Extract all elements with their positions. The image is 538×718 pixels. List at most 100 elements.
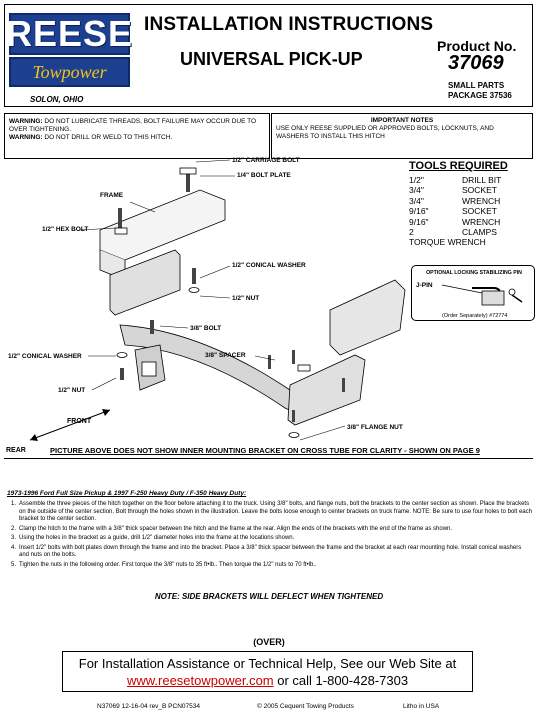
label-frame: FRAME (100, 192, 124, 199)
tool-size: 3/4" (409, 195, 424, 206)
tools-list: 1/2"DRILL BIT 3/4"SOCKET 3/4"WRENCH 9/16… (409, 175, 501, 248)
leader-line (199, 265, 231, 279)
warning-1: WARNING: DO NOT LUBRICATE THREADS, BOLT … (9, 118, 265, 134)
website-link[interactable]: www.reesetowpower.com (126, 673, 274, 688)
brand-name: REESE (5, 13, 134, 54)
step-text: Tighten the nuts in the following order.… (19, 561, 317, 568)
tool-size: 9/16" (409, 206, 429, 217)
tool-extra: TORQUE WRENCH (409, 237, 486, 248)
warning-1-label: WARNING: (9, 118, 43, 125)
leader-line (79, 227, 117, 231)
carriage-bolt-icon (186, 170, 190, 192)
step-number: 1. (10, 501, 16, 507)
vehicle-heading: 1973-1996 Ford Full Size Pickup & 1997 F… (7, 490, 247, 497)
step-item: 3.Using the holes in the bracket as a gu… (7, 535, 532, 543)
small-parts-line2: PACKAGE 37536 (448, 91, 512, 100)
footer-litho: Litho in USA (403, 703, 440, 710)
label-front: FRONT (67, 418, 92, 425)
header-box (4, 4, 533, 107)
bolt-plate-icon (114, 227, 128, 235)
logo-bottom: Towpower (9, 57, 130, 87)
notes-text: USE ONLY REESE SUPPLIED OR APPROVED BOLT… (276, 125, 494, 140)
right-bracket (287, 354, 366, 426)
page-title: INSTALLATION INSTRUCTIONS (144, 14, 434, 35)
label-nut-left: 1/2" NUT (58, 387, 86, 394)
bolt-icon (342, 378, 345, 392)
picture-note: PICTURE ABOVE DOES NOT SHOW INNER MOUNTI… (50, 446, 480, 455)
step-number: 3. (10, 535, 16, 541)
small-parts-line1: SMALL PARTS (448, 81, 505, 90)
pin-receiver-icon (481, 290, 505, 306)
label-spacer: 3/8" SPACER (205, 352, 246, 359)
reese-towpower-logo: REESE Towpower (5, 13, 134, 89)
tool-size: 3/4" (409, 185, 424, 196)
tool-name: DRILL BIT (462, 175, 502, 185)
step-number: 2. (10, 525, 16, 532)
step-item: 1.Assemble the three pieces of the hitch… (7, 501, 532, 524)
warning-2-text: DO NOT DRILL OR WELD TO THIS HITCH. (42, 134, 173, 141)
divider (4, 458, 533, 459)
tool-name: CLAMPS (462, 227, 497, 238)
step-text: Using the holes in the bracket as a guid… (19, 535, 295, 541)
leader-line (195, 159, 231, 163)
bolt-icon (120, 368, 124, 380)
footer-code: N37069 12-16-04 rev_B PCN07534 (97, 703, 200, 710)
step-text: Assemble the three pieces of the hitch t… (19, 501, 532, 522)
tool-name: SOCKET (462, 206, 497, 217)
pin-jpin-label: J-PIN (416, 282, 433, 289)
pin-shaft-icon (511, 294, 523, 303)
rear-arrow-head-icon (30, 434, 38, 441)
steps-list: 1.Assemble the three pieces of the hitch… (7, 501, 532, 571)
flange-nut-icon (288, 432, 300, 438)
help-line1: For Installation Assistance or Technical… (78, 656, 457, 671)
help-line2: www.reesetowpower.com or call 1-800-428-… (63, 672, 472, 689)
label-carriage-bolt: 1/2" CARRIAGE BOLT (232, 157, 300, 164)
pin-title: OPTIONAL LOCKING STABILIZING PIN (426, 270, 522, 276)
label-conical-washer-right: 1/2" CONICAL WASHER (232, 262, 306, 269)
warning-1-text: DO NOT LUBRICATE THREADS, BOLT FAILURE M… (9, 118, 257, 133)
product-label: Product No. (437, 38, 517, 54)
tool-row: 3/4"WRENCH (409, 196, 501, 206)
logo-top: REESE (5, 13, 134, 55)
step-number: 5. (10, 561, 16, 568)
label-conical-washer-left: 1/2" CONICAL WASHER (8, 353, 82, 360)
deflect-note: NOTE: SIDE BRACKETS WILL DEFLECT WHEN TI… (154, 592, 384, 601)
right-mount-plate (329, 279, 406, 356)
tool-size: 1/2" (409, 175, 424, 185)
label-nut-right: 1/2" NUT (232, 295, 260, 302)
bolt-icon (292, 410, 295, 422)
tool-size: 2 (409, 227, 414, 238)
hitch-diagram: 1/2" CARRIAGE BOLT 1/4" BOLT PLATE FRAME… (0, 150, 410, 460)
tool-row: 9/16"WRENCH (409, 217, 501, 227)
front-arrow-line (29, 409, 111, 441)
pin-order: (Order Separately) #72774 (442, 313, 507, 319)
tool-row-extra: TORQUE WRENCH (409, 237, 501, 247)
hitch-drawing (29, 159, 406, 441)
step-text: Clamp the hitch to the frame with a 3/8"… (19, 525, 453, 532)
label-flange-nut: 3/8" FLANGE NUT (347, 424, 403, 431)
tool-name: WRENCH (462, 216, 501, 227)
bolt-icon (150, 320, 154, 334)
notes-box: IMPORTANT NOTES USE ONLY REESE SUPPLIED … (271, 113, 533, 159)
label-hex-bolt: 1/2" HEX BOLT (42, 226, 89, 233)
notes-title: IMPORTANT NOTES (370, 117, 434, 124)
bolt-icon (192, 268, 196, 284)
label-rear: REAR (6, 447, 26, 454)
tool-row: 2 CLAMPS (409, 227, 501, 237)
step-item: 2.Clamp the hitch to the frame with a 3/… (7, 526, 532, 534)
spacer-icon (297, 364, 311, 372)
tools-title: TOOLS REQUIRED (409, 160, 508, 172)
help-phone: or call 1-800-428-7303 (273, 673, 409, 688)
label-bolt-plate: 1/4" BOLT PLATE (237, 172, 291, 179)
page-subtitle: UNIVERSAL PICK-UP (180, 49, 363, 69)
brand-sub: Towpower (32, 61, 107, 82)
bolt-plate-icon (179, 167, 197, 175)
conical-washer-icon (188, 287, 200, 293)
warning-2-label: WARNING: (9, 134, 43, 141)
leader-line (91, 377, 117, 391)
help-box: For Installation Assistance or Technical… (62, 651, 473, 692)
product-number: 37069 (448, 52, 504, 74)
warning-box: WARNING: DO NOT LUBRICATE THREADS, BOLT … (4, 113, 270, 159)
footer-copyright: © 2005 Cequent Towing Products (257, 703, 354, 710)
optional-pin-box: OPTIONAL LOCKING STABILIZING PIN J-PIN (… (411, 265, 535, 321)
